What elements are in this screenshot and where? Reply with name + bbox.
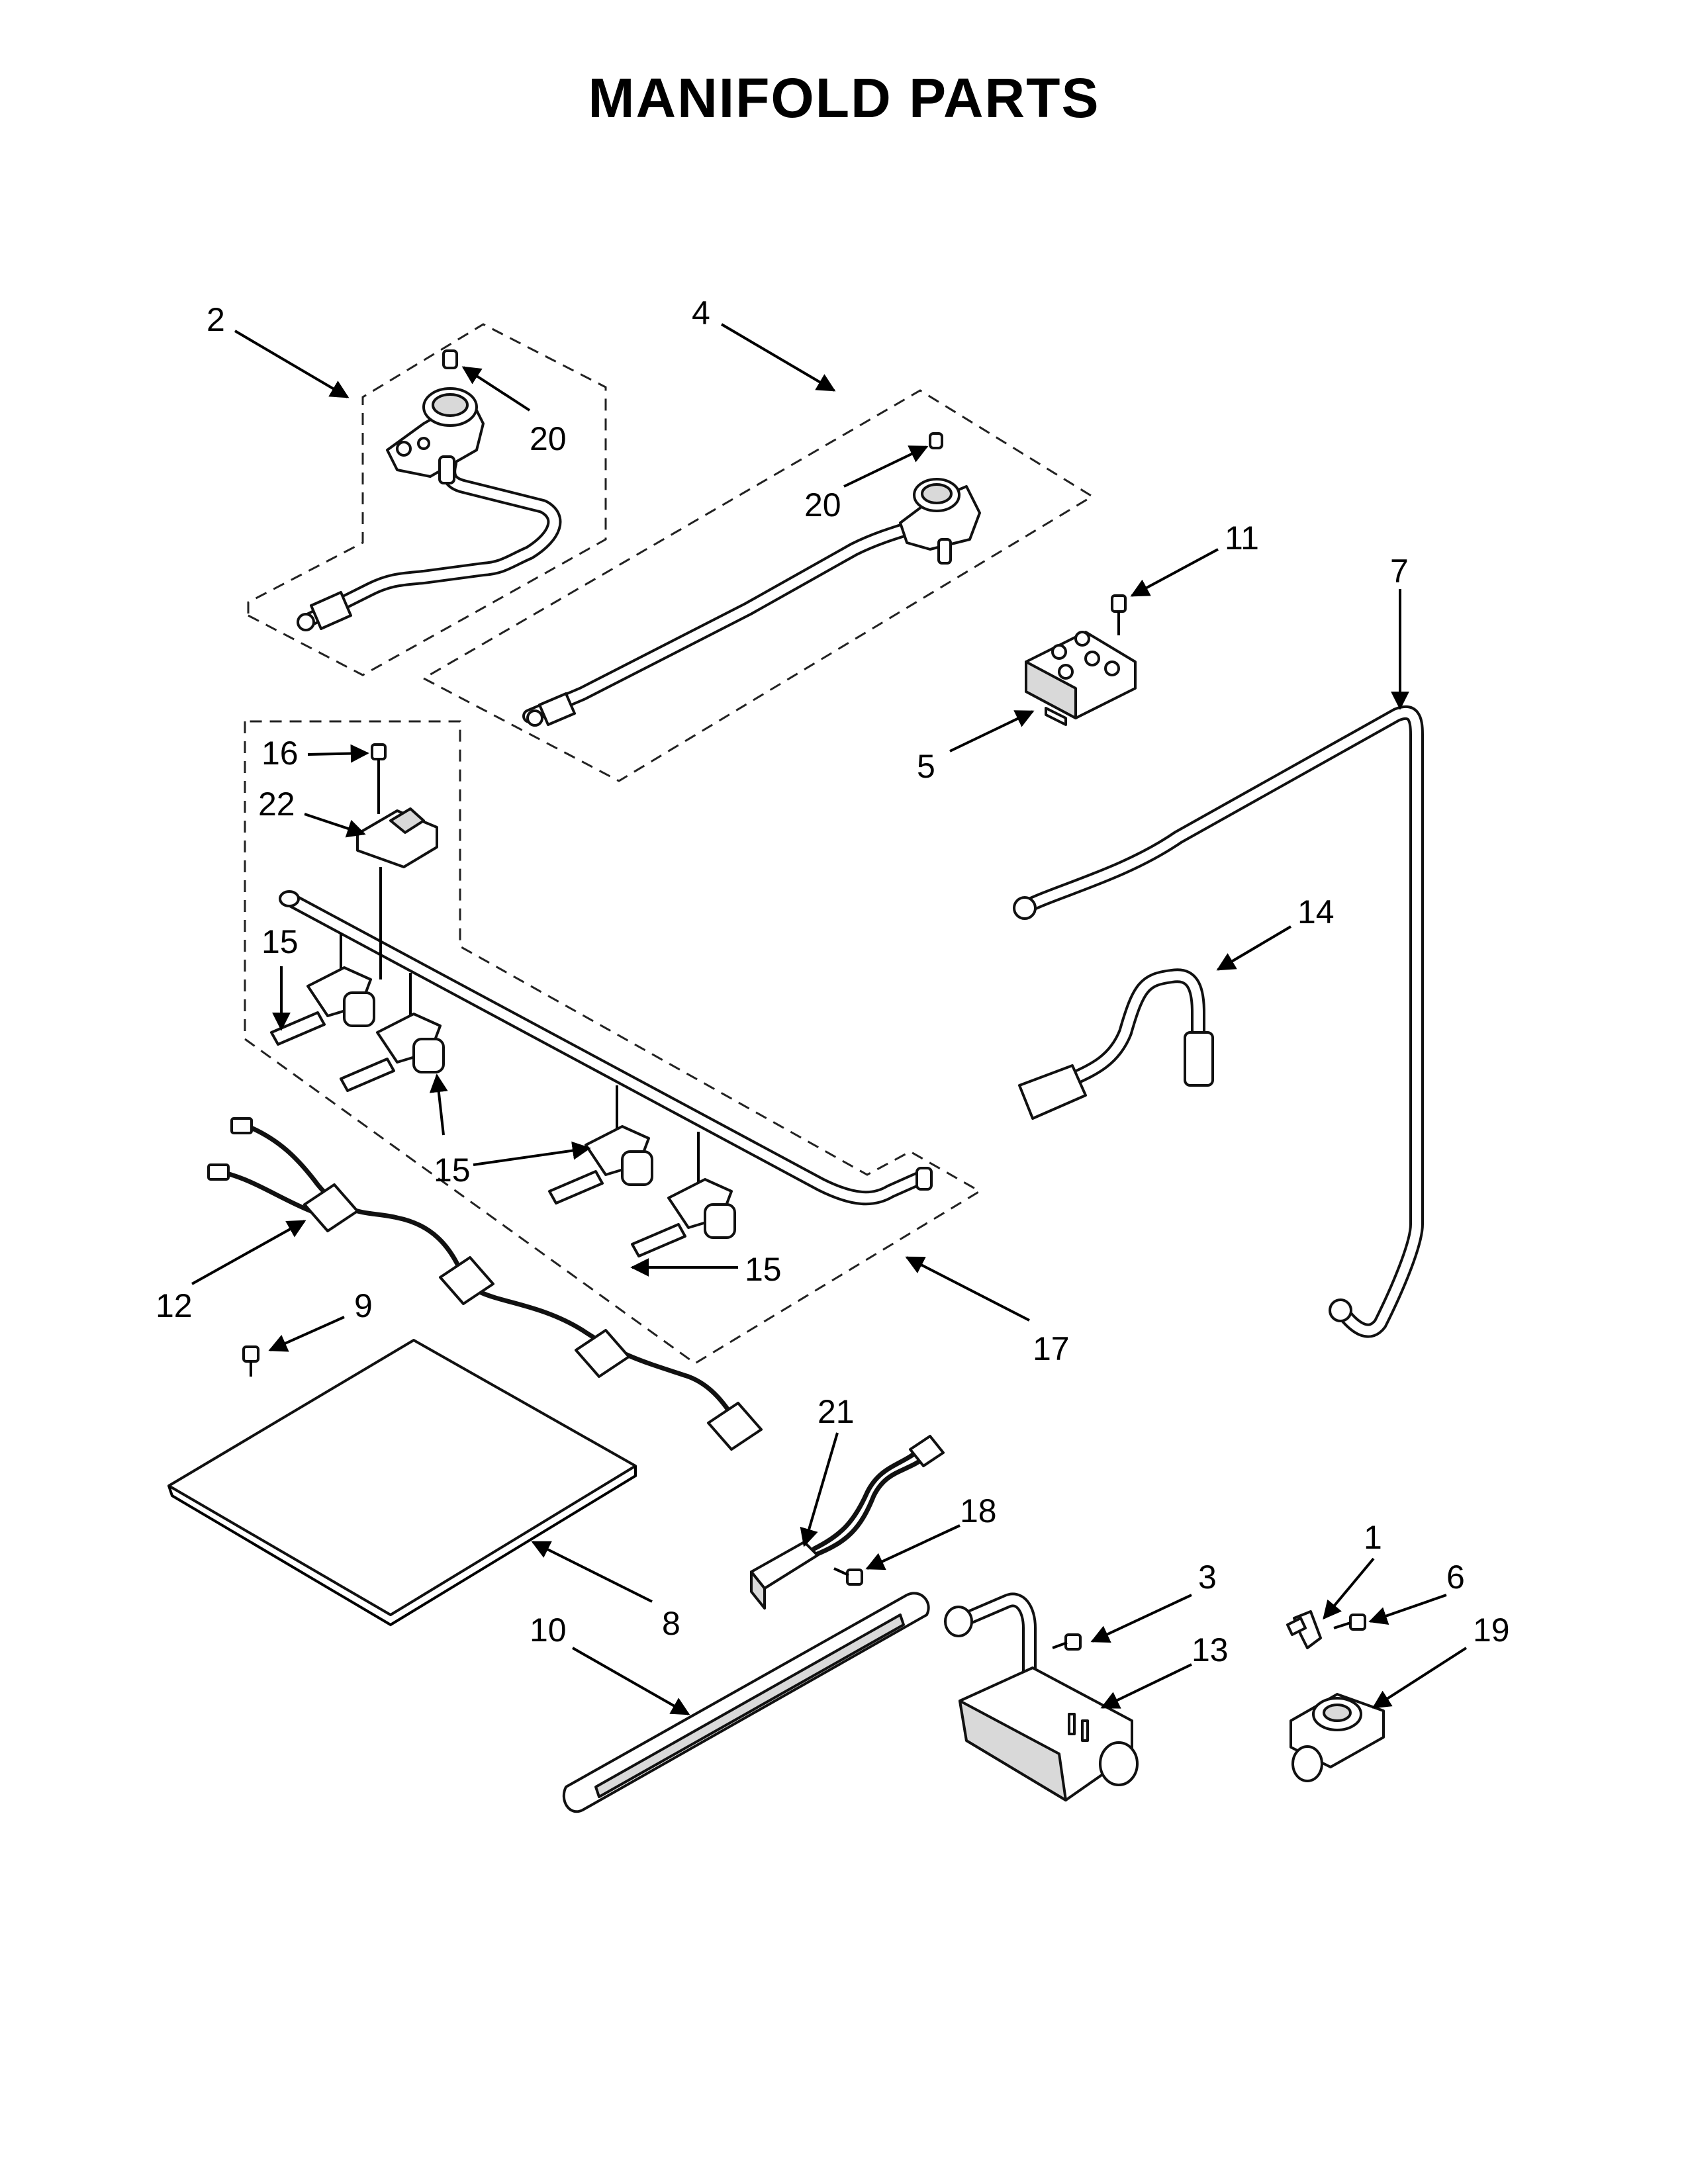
part-12-igniter-harness: [207, 1117, 763, 1451]
part-6-screw: [1333, 1614, 1366, 1631]
part-17-manifold-pipe: [279, 890, 933, 1206]
callout-15-lower-left: 15: [434, 1152, 471, 1189]
callout-22: 22: [258, 786, 295, 823]
part-18-screw: [833, 1567, 863, 1586]
callout-6: 6: [1446, 1559, 1465, 1596]
part-15-valve-3: [548, 1085, 653, 1205]
callout-16: 16: [261, 735, 299, 772]
part-16-screw: [371, 743, 387, 814]
callout-8: 8: [662, 1605, 680, 1642]
callout-1: 1: [1364, 1519, 1382, 1556]
callout-15-lower-right: 15: [745, 1251, 782, 1288]
callout-19: 19: [1473, 1612, 1510, 1649]
part-8-panel: [167, 1339, 637, 1627]
part-4-burner-tube-assembly: [522, 432, 981, 727]
part-14-flex-hose: [1018, 968, 1214, 1120]
callout-labels: 2 4 20 20 11 7 5 14 16 22 15 15 15 17 12…: [156, 295, 1510, 1668]
part-5-terminal-block: [1025, 631, 1137, 726]
part-3-screw: [1052, 1633, 1082, 1651]
part-21-wire-harness: [750, 1435, 945, 1610]
callout-11: 11: [1225, 520, 1259, 557]
part-1-clip: [1286, 1610, 1322, 1649]
part-20-orifice-left: [442, 349, 458, 369]
group-box-part-2: [247, 323, 607, 676]
page-title: MANIFOLD PARTS: [588, 67, 1100, 129]
part-7-gas-supply-tube: [1013, 705, 1424, 1338]
callout-20-right: 20: [804, 486, 841, 523]
part-15-valve-4: [631, 1132, 736, 1257]
callout-4: 4: [692, 295, 710, 332]
part-11-screw: [1111, 594, 1127, 635]
callout-13: 13: [1192, 1631, 1229, 1668]
callout-10: 10: [530, 1612, 567, 1649]
callout-2: 2: [207, 301, 225, 338]
callout-9: 9: [354, 1287, 373, 1324]
part-9-screw: [242, 1345, 259, 1377]
callout-14: 14: [1297, 893, 1335, 931]
callout-17: 17: [1033, 1330, 1070, 1367]
part-13-burner-bracket: [944, 1592, 1139, 1801]
callout-3: 3: [1198, 1559, 1217, 1596]
part-15-valve-2: [340, 973, 445, 1092]
callout-5: 5: [917, 748, 935, 785]
callout-20-left: 20: [530, 420, 567, 457]
callout-12: 12: [156, 1287, 193, 1324]
callout-21: 21: [818, 1393, 855, 1430]
part-15-valve-1: [270, 933, 375, 1046]
group-box-part-17: [244, 720, 982, 1365]
part-10-burner: [562, 1592, 930, 1813]
part-2-burner-tube-assembly: [297, 387, 562, 631]
leader-lines: [191, 323, 1468, 1715]
part-19-regulator: [1289, 1693, 1385, 1782]
callout-7: 7: [1390, 553, 1409, 590]
callout-15-upper-left: 15: [261, 923, 299, 960]
part-22-manifold-bracket: [356, 807, 438, 979]
callout-18: 18: [960, 1492, 997, 1529]
group-box-part-4: [421, 389, 1094, 782]
